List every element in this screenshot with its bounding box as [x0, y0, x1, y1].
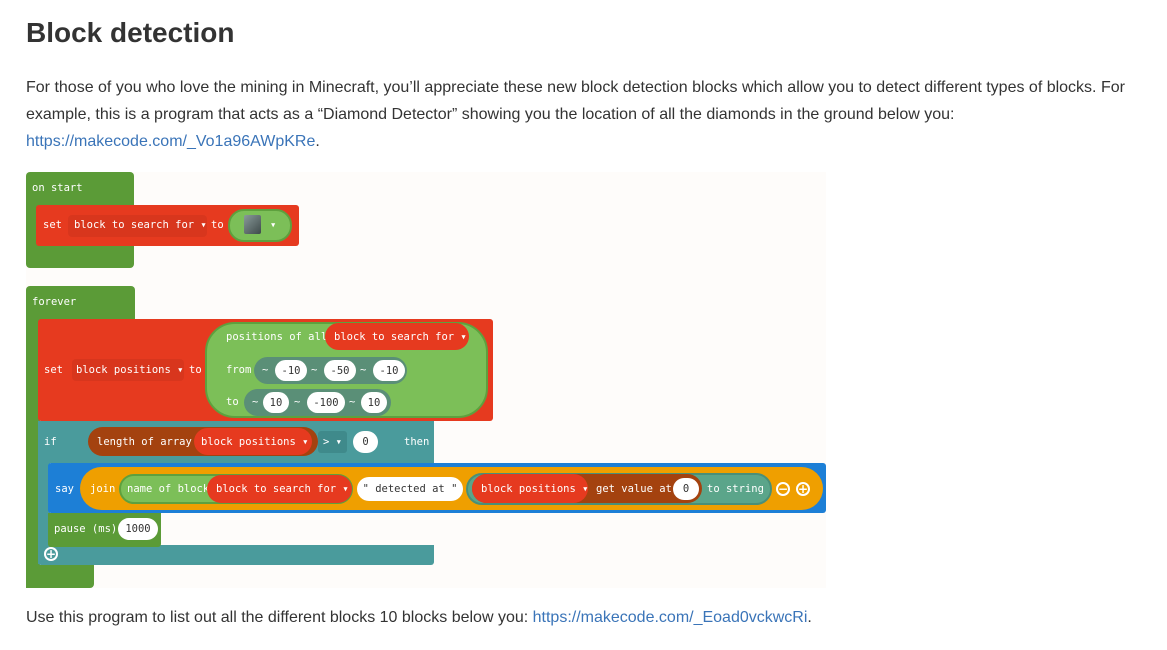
to-y-input[interactable]: -100 [307, 392, 345, 413]
pause-label: pause (ms) [54, 523, 118, 535]
intro-line-1: For those of you who love the mining in … [26, 79, 1125, 96]
say-label: say [55, 483, 74, 495]
blocks-code-image: on start set block to search for ▾ to ▾ … [26, 172, 826, 588]
variable-dropdown[interactable]: block to search for ▾ [216, 483, 349, 495]
from-y-input[interactable]: -50 [324, 360, 356, 381]
set-label: set [43, 219, 62, 231]
minus-icon[interactable]: − [776, 482, 790, 496]
tilde: ~ [349, 396, 356, 408]
tilde: ~ [294, 396, 301, 408]
to-string-label: to string [707, 483, 764, 495]
diamond-ore-block-icon [244, 215, 261, 234]
to-label: to [211, 219, 224, 231]
page-title: Block detection [26, 17, 235, 48]
intro-line-2: example, this is a program that acts as … [26, 106, 955, 123]
to-label: to [226, 396, 239, 408]
tilde: ~ [252, 396, 259, 408]
outro-paragraph: Use this program to list out all the dif… [26, 604, 1146, 631]
then-label: then [404, 436, 430, 448]
get-value-at-label: get value at [596, 483, 672, 495]
variable-dropdown[interactable]: block positions ▾ [481, 483, 589, 495]
operator-dropdown[interactable]: > ▾ [323, 436, 342, 448]
forever-label: forever [32, 296, 77, 308]
variable-dropdown[interactable]: block positions ▾ [201, 436, 309, 448]
to-label: to [189, 364, 202, 376]
from-label: from [226, 364, 252, 376]
period: . [807, 609, 812, 626]
period: . [315, 133, 320, 150]
compare-value-input[interactable]: 0 [353, 431, 378, 453]
on-start-label: on start [32, 182, 83, 194]
program-link-1[interactable]: https://makecode.com/_Vo1a96AWpKRe [26, 133, 316, 150]
positions-of-all-label: positions of all [226, 331, 328, 343]
pause-ms-input[interactable]: 1000 [118, 518, 158, 540]
tilde: ~ [262, 364, 269, 376]
name-of-block-label: name of block [127, 483, 210, 495]
plus-icon[interactable]: + [796, 482, 810, 496]
program-link-2[interactable]: https://makecode.com/_Eoad0vckwcRi [532, 609, 808, 626]
block-picker[interactable] [228, 209, 292, 242]
from-z-input[interactable]: -10 [373, 360, 405, 381]
variable-dropdown[interactable]: block to search for ▾ [74, 219, 207, 231]
outro-text: Use this program to list out all the dif… [26, 609, 533, 626]
to-z-input[interactable]: 10 [361, 392, 387, 413]
intro-paragraph: For those of you who love the mining in … [26, 74, 1146, 155]
to-x-input[interactable]: 10 [263, 392, 289, 413]
string-input[interactable]: " detected at " [357, 477, 463, 501]
length-of-array-label: length of array [97, 436, 192, 448]
variable-dropdown[interactable]: block to search for ▾ [334, 331, 467, 343]
chevron-down-icon: ▾ [270, 219, 277, 231]
from-x-input[interactable]: -10 [275, 360, 307, 381]
tilde: ~ [360, 364, 367, 376]
add-else-plus-icon[interactable]: + [44, 547, 58, 561]
index-input[interactable]: 0 [673, 478, 699, 500]
tilde: ~ [311, 364, 318, 376]
set-label: set [44, 364, 63, 376]
variable-dropdown[interactable]: block positions ▾ [76, 364, 184, 376]
if-label: if [44, 436, 57, 448]
join-label: join [90, 483, 116, 495]
